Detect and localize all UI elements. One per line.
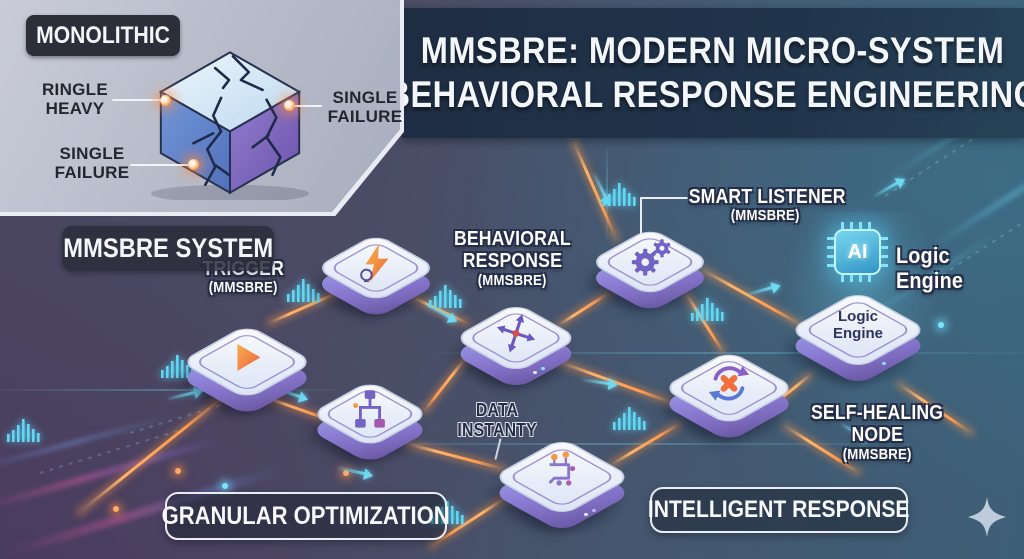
title-line-2: BEHAVIORAL RESPONSE ENGINEERING: [386, 74, 1024, 115]
mmsbre-system-badge: MMSBRE SYSTEM: [62, 226, 274, 271]
node-self-healing: [661, 340, 797, 446]
play-icon: [224, 334, 270, 380]
signal-waveform-icon: [613, 407, 646, 430]
node-led: [584, 513, 588, 516]
title-banner: MMSBRE: MODERN MICRO-SYSTEM BEHAVIORAL R…: [387, 8, 1024, 138]
signal-waveform-icon: [429, 285, 462, 308]
node-led: [533, 371, 537, 374]
callout-text: HEAVY: [45, 99, 105, 119]
node-data: [491, 427, 633, 537]
glow-particle: [938, 322, 944, 328]
callout-text: FAILURE: [54, 163, 130, 183]
node-event: [313, 224, 439, 321]
route-arrows-icon: [493, 310, 539, 356]
flow-arrow-icon: [335, 466, 366, 476]
grid-line: [438, 352, 1024, 354]
chip-pins: [881, 237, 888, 267]
heal-cycle-icon: [706, 360, 752, 406]
signal-waveform-icon: [603, 183, 636, 206]
grid-line: [0, 389, 335, 391]
failure-glow-dot: [188, 159, 199, 170]
callout-leader-line: [112, 99, 164, 101]
chip-pins: [827, 237, 834, 267]
label-data-instanty: DATA INSTANTY: [457, 400, 537, 441]
callout-leader-line: [294, 105, 322, 107]
label-leader-line: [640, 197, 642, 235]
label-self-healing: SELF-HEALING NODE (MMSBRE): [810, 402, 944, 463]
node-smart-listener: [587, 218, 713, 315]
glow-particle: [113, 506, 119, 512]
logic-engine-face-label: Logic Engine: [832, 307, 884, 342]
cracked-monolith-cube: [150, 51, 310, 200]
lightning-bulb-icon: [353, 240, 399, 286]
gears-icon: [627, 234, 673, 280]
callout-text: FAILURE: [327, 107, 403, 127]
chip-pins: [841, 222, 874, 229]
failure-glow-dot: [284, 100, 295, 111]
sparkle-icon: [967, 496, 1007, 538]
callout-ringle-heavy: RINGLE HEAVY: [36, 80, 114, 118]
node-logic-engine: Logic Engine: [787, 280, 929, 390]
node-led: [592, 509, 596, 512]
label-logic-engine: Logic Engine: [896, 243, 964, 293]
monolithic-badge: MONOLITHIC: [26, 15, 180, 56]
callout-text: SINGLE: [59, 144, 125, 163]
label-leader-line: [494, 438, 502, 460]
flow-arrow-icon: [743, 285, 774, 297]
chip-pins: [841, 275, 874, 282]
label-behavioral-response: BEHAVIORAL RESPONSE (MMSBRE): [453, 228, 571, 289]
node-led: [541, 367, 545, 370]
circuit-cart-icon: [539, 449, 585, 495]
label-smart-listener: SMART LISTENER (MMSBRE): [688, 186, 846, 225]
ai-chip-icon: AI: [834, 229, 881, 275]
node-led: [882, 362, 886, 365]
failure-glow-dot: [160, 95, 171, 106]
signal-waveform-icon: [287, 279, 320, 302]
callout-text: SINGLE: [332, 88, 398, 107]
node-behavioral-response: [452, 293, 580, 392]
node-trigger: [179, 314, 315, 420]
intelligent-response-badge: INTELLIGENT RESPONSE: [648, 487, 910, 533]
callout-single-failure-right: SINGLE FAILURE: [322, 88, 408, 126]
glow-particle: [222, 483, 228, 489]
label-leader-line: [640, 197, 688, 199]
signal-waveform-icon: [691, 298, 724, 321]
grid-line: [330, 443, 910, 445]
signal-waveform-icon: [7, 419, 40, 442]
node-branch: [309, 371, 431, 466]
callout-leader-line: [130, 164, 192, 166]
title-line-1: MMSBRE: MODERN MICRO-SYSTEM: [421, 29, 1005, 71]
glow-particle: [343, 470, 349, 476]
circuit-branch-icon: [347, 386, 393, 432]
granular-optimization-badge: GRANULAR OPTIMIZATION: [162, 492, 450, 540]
callout-text: RINGLE: [41, 80, 109, 99]
glow-particle: [175, 468, 181, 474]
callout-single-failure-left: SINGLE FAILURE: [50, 144, 134, 182]
